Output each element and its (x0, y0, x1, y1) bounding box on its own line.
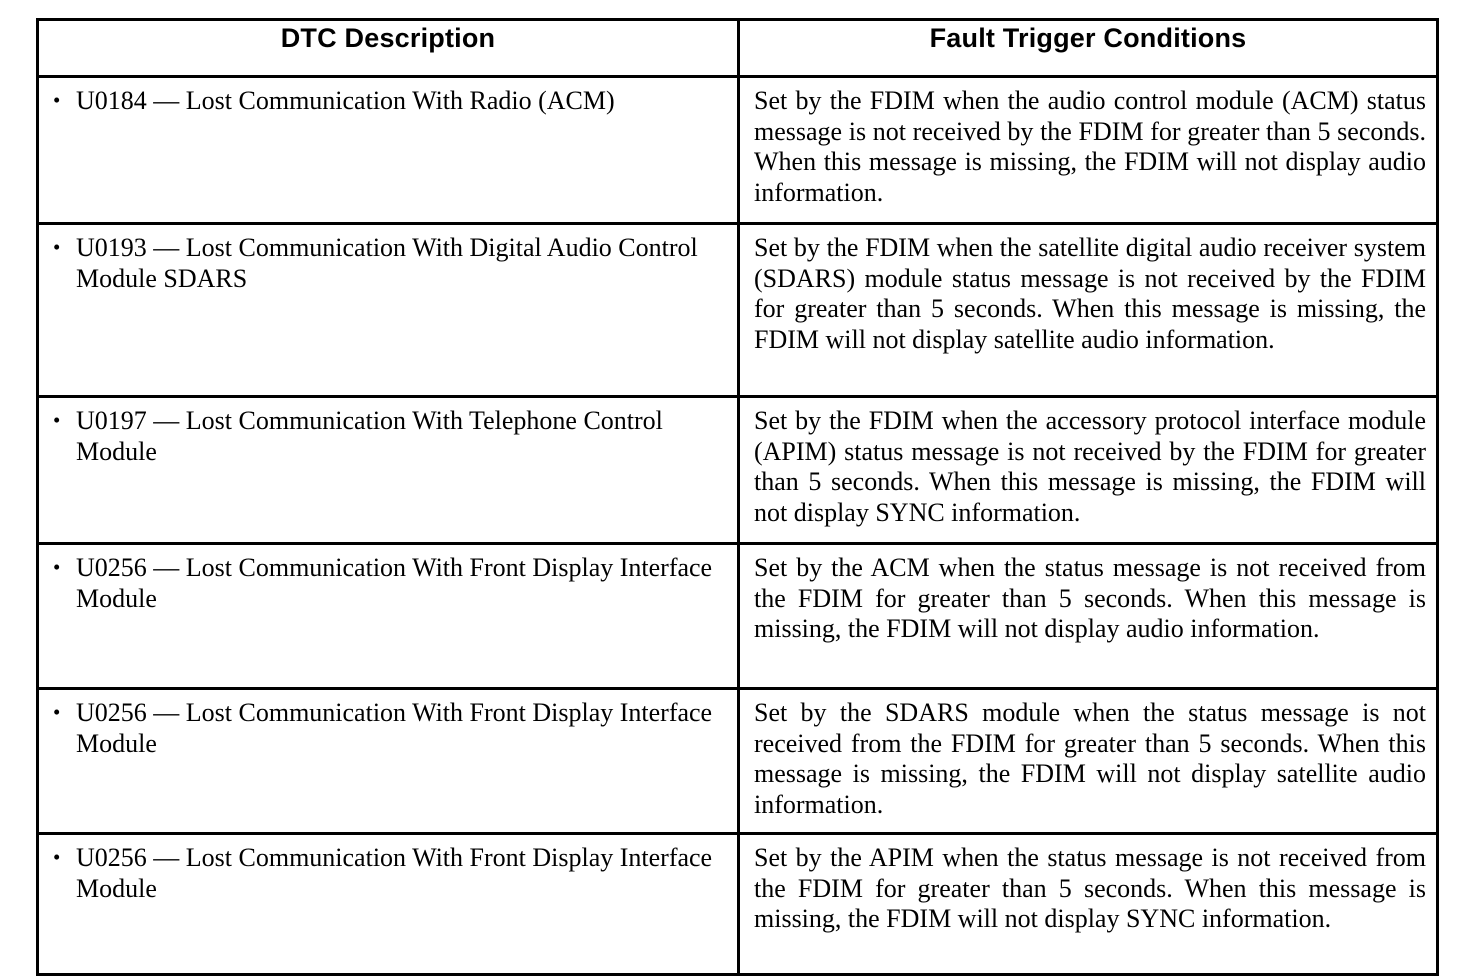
table-row: • U0193 — Lost Communication With Digita… (36, 222, 1439, 398)
table-row: • U0197 — Lost Communication With Teleph… (36, 395, 1439, 545)
cell-dtc-description: • U0197 — Lost Communication With Teleph… (36, 395, 740, 545)
dtc-description-text: U0256 — Lost Communication With Front Di… (76, 698, 713, 758)
dtc-description-text: U0256 — Lost Communication With Front Di… (76, 553, 713, 613)
dtc-description-text: U0193 — Lost Communication With Digital … (76, 233, 698, 293)
dtc-description-text: U0256 — Lost Communication With Front Di… (76, 843, 713, 903)
bulleted-item: • U0197 — Lost Communication With Teleph… (51, 406, 727, 467)
cell-dtc-description: • U0256 — Lost Communication With Front … (36, 687, 740, 835)
table-row: • U0256 — Lost Communication With Front … (36, 687, 1439, 835)
cell-fault-trigger-conditions: Set by the APIM when the status message … (737, 832, 1439, 976)
bullet-icon: • (53, 700, 61, 724)
table-row: • U0256 — Lost Communication With Front … (36, 832, 1439, 976)
bullet-icon: • (53, 235, 61, 259)
dtc-fault-table: DTC Description Fault Trigger Conditions… (36, 18, 1439, 976)
document-page: DTC Description Fault Trigger Conditions… (36, 18, 1439, 976)
table-body: • U0184 — Lost Communication With Radio … (36, 75, 1439, 976)
bulleted-item: • U0184 — Lost Communication With Radio … (51, 86, 727, 117)
cell-fault-trigger-conditions: Set by the ACM when the status message i… (737, 542, 1439, 690)
cell-dtc-description: • U0184 — Lost Communication With Radio … (36, 75, 740, 225)
bulleted-item: • U0193 — Lost Communication With Digita… (51, 233, 727, 294)
dtc-description-text: U0184 — Lost Communication With Radio (A… (76, 86, 615, 115)
table-row: • U0184 — Lost Communication With Radio … (36, 75, 1439, 225)
cell-fault-trigger-conditions: Set by the FDIM when the satellite digit… (737, 222, 1439, 398)
bullet-icon: • (53, 408, 61, 432)
column-header-fault-trigger-conditions: Fault Trigger Conditions (737, 18, 1439, 78)
dtc-description-text: U0197 — Lost Communication With Telephon… (76, 406, 663, 466)
cell-fault-trigger-conditions: Set by the FDIM when the accessory proto… (737, 395, 1439, 545)
table-header-row: DTC Description Fault Trigger Conditions (36, 18, 1439, 78)
bulleted-item: • U0256 — Lost Communication With Front … (51, 698, 727, 759)
cell-dtc-description: • U0256 — Lost Communication With Front … (36, 542, 740, 690)
cell-dtc-description: • U0193 — Lost Communication With Digita… (36, 222, 740, 398)
table-header: DTC Description Fault Trigger Conditions (36, 18, 1439, 78)
bullet-icon: • (53, 88, 61, 112)
cell-fault-trigger-conditions: Set by the SDARS module when the status … (737, 687, 1439, 835)
bullet-icon: • (53, 845, 61, 869)
table-row: • U0256 — Lost Communication With Front … (36, 542, 1439, 690)
cell-dtc-description: • U0256 — Lost Communication With Front … (36, 832, 740, 976)
bulleted-item: • U0256 — Lost Communication With Front … (51, 553, 727, 614)
cell-fault-trigger-conditions: Set by the FDIM when the audio control m… (737, 75, 1439, 225)
bullet-icon: • (53, 555, 61, 579)
column-header-dtc-description: DTC Description (36, 18, 740, 78)
bulleted-item: • U0256 — Lost Communication With Front … (51, 843, 727, 904)
